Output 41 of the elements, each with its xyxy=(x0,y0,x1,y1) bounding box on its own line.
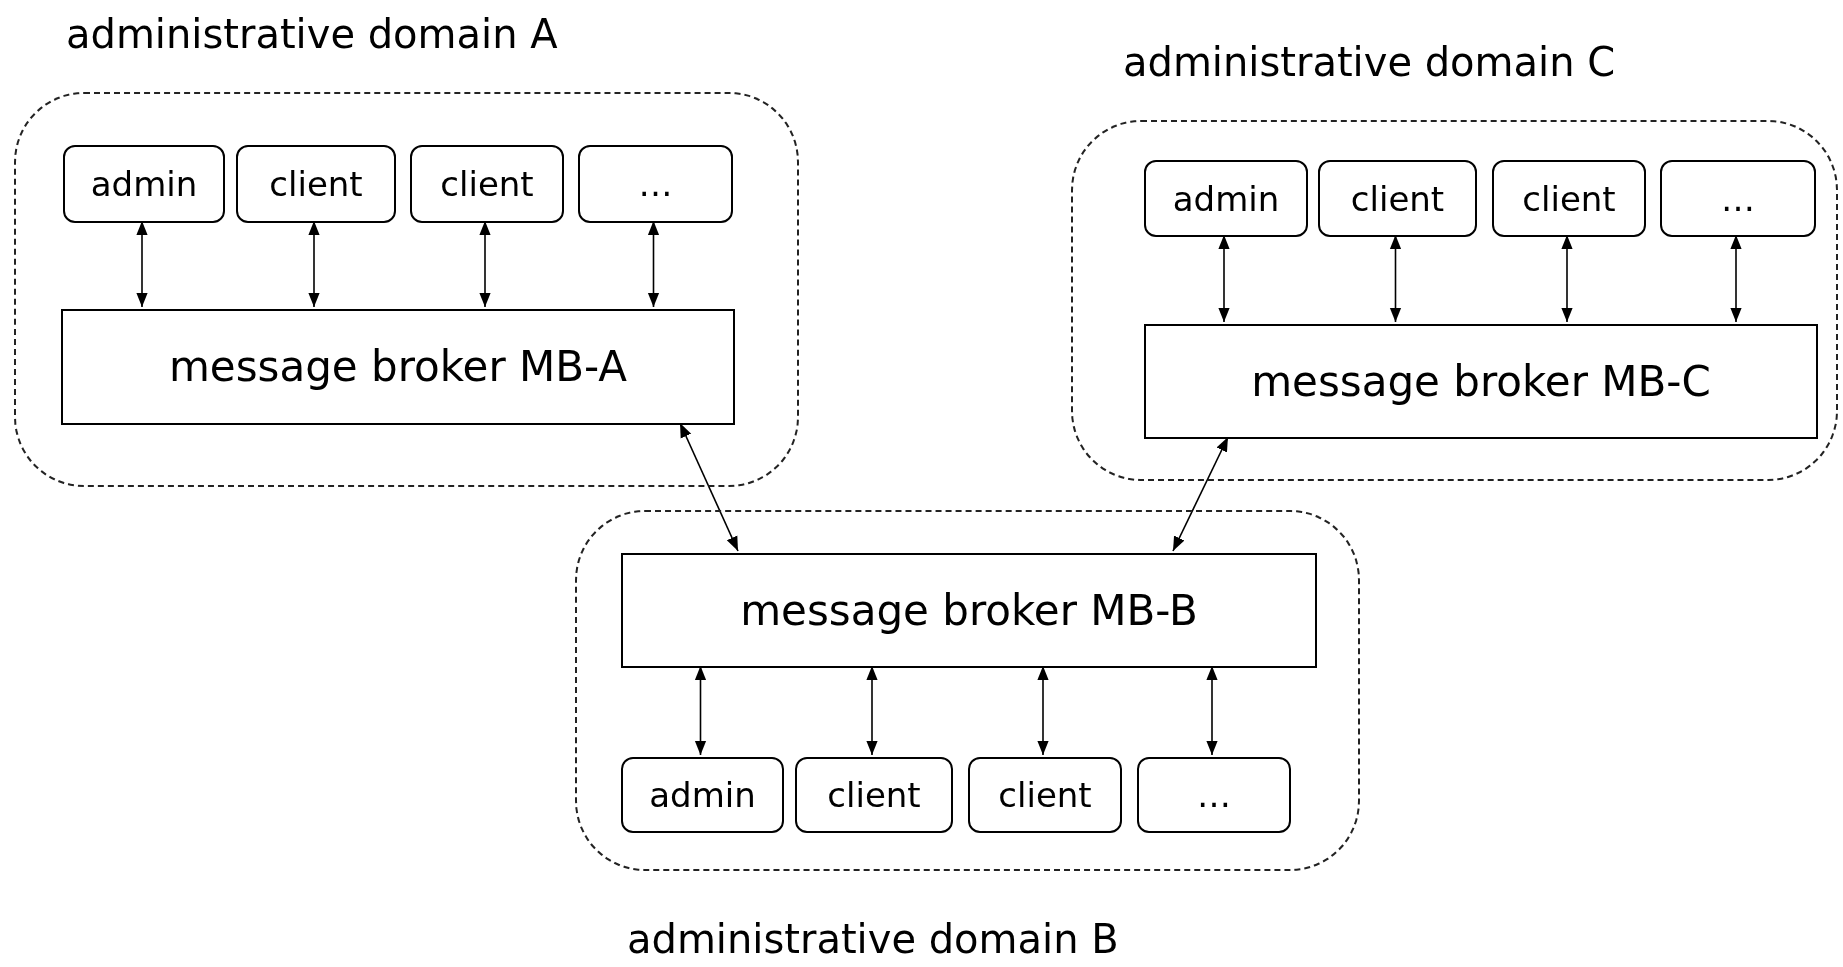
broker-box xyxy=(61,309,735,425)
domain-title: administrative domain A xyxy=(66,14,558,54)
component-label: … xyxy=(1721,181,1755,216)
broker-label: message broker MB-C xyxy=(1251,360,1711,403)
arrow xyxy=(136,220,148,308)
domain-title: administrative domain C xyxy=(1123,42,1616,82)
arrow xyxy=(1561,234,1573,323)
component-box xyxy=(1137,757,1291,833)
arrow xyxy=(647,220,660,308)
component-box xyxy=(1492,160,1646,237)
component-label: admin xyxy=(1172,181,1280,216)
domain-title: administrative domain B xyxy=(627,919,1119,959)
arrow xyxy=(1730,234,1742,323)
component-box xyxy=(578,145,733,223)
component-box xyxy=(1144,160,1308,237)
component-label: client xyxy=(269,167,363,201)
component-label: … xyxy=(638,167,673,201)
component-box xyxy=(410,145,564,223)
component-box xyxy=(236,145,396,223)
component-box xyxy=(968,757,1122,833)
arrow xyxy=(308,220,320,308)
component-box xyxy=(1660,160,1816,237)
component-label: admin xyxy=(90,167,198,201)
broker-box xyxy=(621,553,1317,668)
arrow xyxy=(1389,234,1402,323)
component-label: client xyxy=(998,778,1092,812)
arrow xyxy=(1218,234,1230,323)
component-box xyxy=(621,757,784,833)
component-box xyxy=(1318,160,1477,237)
component-label: client xyxy=(1350,181,1445,216)
broker-label: message broker MB-A xyxy=(168,346,628,388)
component-box xyxy=(63,145,225,223)
component-label: … xyxy=(1197,778,1231,812)
component-box xyxy=(795,757,953,833)
component-label: client xyxy=(827,778,921,812)
component-label: client xyxy=(1522,181,1616,216)
broker-label: message broker MB-B xyxy=(740,589,1198,632)
component-label: client xyxy=(440,167,534,201)
component-label: admin xyxy=(649,778,756,812)
broker-box xyxy=(1144,324,1818,439)
arrow xyxy=(479,220,491,308)
